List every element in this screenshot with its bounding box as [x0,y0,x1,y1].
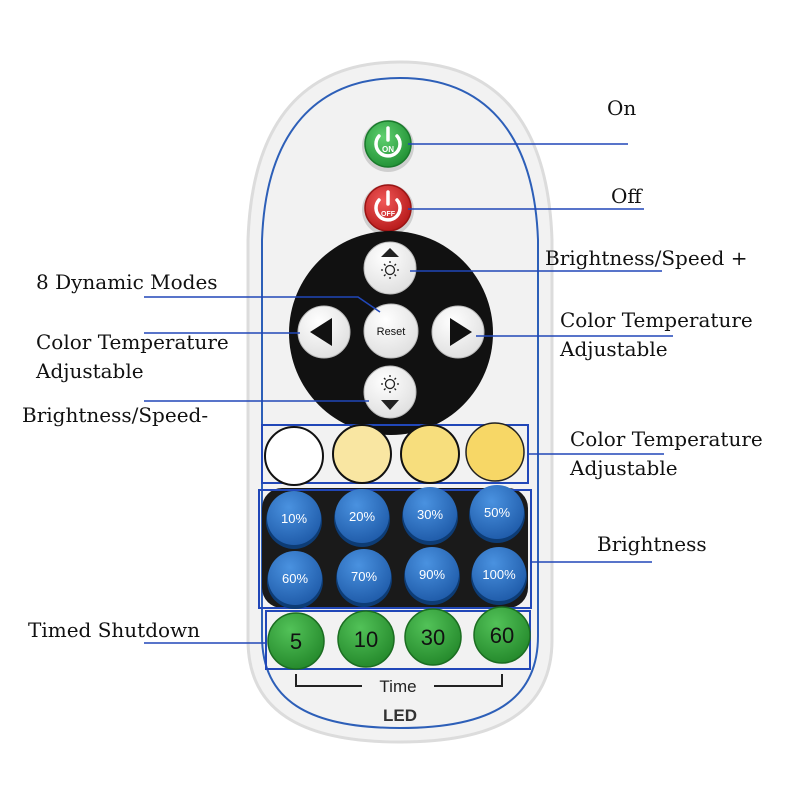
leader-lines [144,143,673,644]
brightness-button[interactable]: 60% [267,551,323,609]
remote-outline-line [261,76,539,730]
callout-brightness: Brightness [597,530,707,559]
callout-brightness-minus: Brightness/Speed- [22,401,208,430]
callout-color-temp-left: Color Temperature Adjustable [36,328,229,386]
brightness-button[interactable]: 90% [404,547,460,605]
timer-button[interactable]: 60 [473,606,531,664]
callout-on-text: On [607,96,637,120]
callout-color-temp-left-line1: Color Temperature [36,330,229,354]
brightness-button-label: 60% [282,571,308,586]
reset-button-label: Reset [377,326,406,338]
sun-down-arrow-icon [381,375,399,410]
brightness-buttons: 10% 20% 30% 50% 60% 70% 90% 100% [266,485,527,609]
brightness-button-label: 70% [351,569,377,584]
timer-button[interactable]: 10 [337,610,395,668]
on-button[interactable]: ON [362,120,414,172]
brightness-button[interactable]: 10% [266,491,322,549]
callout-off: Off [611,182,642,211]
off-button[interactable]: OFF [362,184,414,236]
callout-brightness-text: Brightness [597,532,707,556]
off-button-label: OFF [381,211,396,218]
sun-up-arrow-icon [381,248,399,279]
brightness-button-label: 10% [281,511,307,526]
brightness-button-label: 90% [419,567,445,582]
timer-button-label: 5 [290,629,302,654]
timer-button-label: 60 [490,623,514,648]
brightness-button-label: 50% [484,505,510,520]
leader-dynamic-modes [144,296,381,313]
callout-on: On [607,94,636,123]
on-button-label: ON [382,145,394,154]
callout-color-temp-right: Color Temperature Adjustable [560,306,753,364]
brightness-button[interactable]: 30% [402,487,458,545]
color-temp-warm-deep-button[interactable] [465,422,525,482]
timer-buttons: 5 10 30 60 [267,606,531,670]
callout-brightness-plus: Brightness/Speed + [545,244,747,273]
callout-color-temp-right-line1: Color Temperature [560,308,753,332]
timer-button[interactable]: 5 [267,612,325,670]
brightness-button[interactable]: 20% [334,489,390,547]
color-temp-right-button[interactable] [431,305,485,359]
callout-color-temp-right-line2: Adjustable [560,337,668,361]
callout-brightness-plus-text: Brightness/Speed + [545,246,748,270]
brightness-panel [262,488,528,608]
color-temp-warm-light-button[interactable] [332,424,392,484]
timer-button-label: 10 [354,627,378,652]
brightness-down-button[interactable] [363,365,417,419]
callout-timed-shutdown: Timed Shutdown [28,616,200,645]
timer-button[interactable]: 30 [404,608,462,666]
callout-color-temp-row: Color Temperature Adjustable [570,425,763,483]
callout-color-temp-left-line2: Adjustable [36,359,144,383]
brightness-button-label: 100% [482,567,516,582]
callout-timed-shutdown-text: Timed Shutdown [28,618,201,642]
callout-color-temp-row-line2: Adjustable [570,456,678,480]
brightness-button-label: 20% [349,509,375,524]
callout-off-text: Off [611,184,642,208]
power-icon [374,190,402,222]
timer-button-label: 30 [421,625,445,650]
triangle-right-icon [450,318,472,346]
time-label: Time [379,677,416,696]
triangle-left-icon [310,318,332,346]
power-icon [374,126,402,158]
brightness-button[interactable]: 70% [336,549,392,607]
color-temp-white-button[interactable] [264,426,324,486]
brightness-button-label: 30% [417,507,443,522]
time-bracket [295,674,503,687]
callout-dynamic-modes: 8 Dynamic Modes [36,268,218,297]
brightness-up-button[interactable] [363,241,417,295]
brand-label: LED [383,706,417,725]
color-temp-warm-button[interactable] [400,424,460,484]
color-temp-left-button[interactable] [297,305,351,359]
callout-dynamic-modes-text: 8 Dynamic Modes [36,270,218,294]
brightness-box [258,489,532,609]
brightness-button[interactable]: 100% [471,547,527,605]
callout-color-temp-row-line1: Color Temperature [570,427,763,451]
brightness-button[interactable]: 50% [469,485,525,543]
callout-brightness-minus-text: Brightness/Speed- [22,403,209,427]
reset-button[interactable]: Reset [363,303,419,359]
